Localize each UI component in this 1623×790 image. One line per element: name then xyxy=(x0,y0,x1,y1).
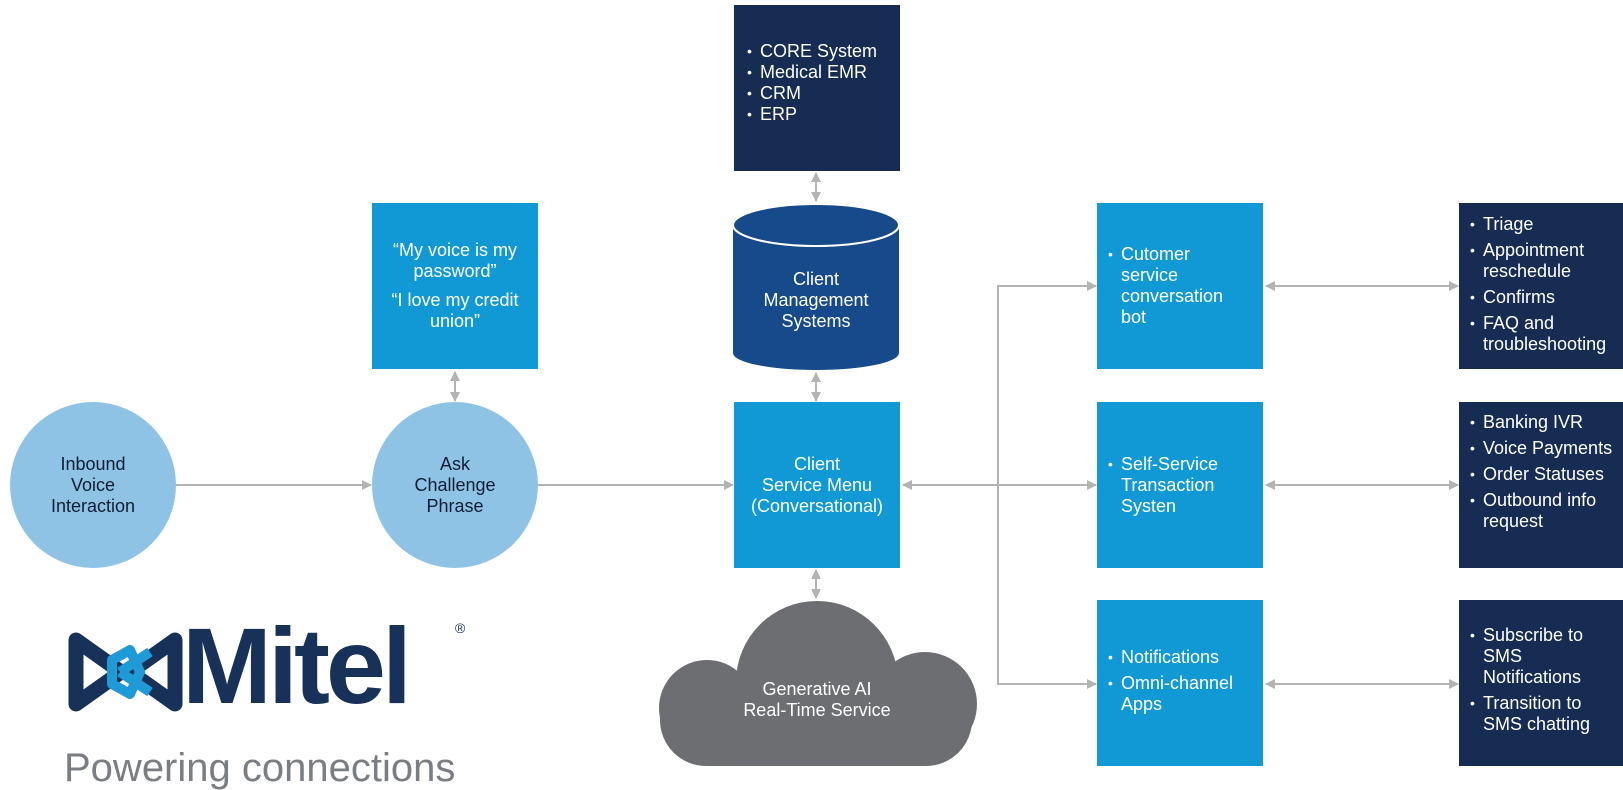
service-menu-box: Client Service Menu (Conversational) xyxy=(734,402,900,568)
phrases-box: “My voice is my password” “I love my cre… xyxy=(372,203,538,369)
arrow-branch-notifications xyxy=(997,485,1097,689)
example-phrase: “I love my credit union” xyxy=(391,290,519,331)
inbound-label-line: Inbound xyxy=(60,453,126,474)
list-item: Medical EMR xyxy=(746,62,900,83)
list-item: Transition to SMS chatting xyxy=(1469,693,1623,735)
self-service-list: Self-Service Transaction Systen xyxy=(1107,454,1251,517)
list-item: Voice Payments xyxy=(1469,438,1623,459)
bot-use-cases-list: Triage Appointment reschedule Confirms F… xyxy=(1469,214,1623,355)
list-item: Self-Service Transaction Systen xyxy=(1107,454,1251,517)
list-item: CORE System xyxy=(746,41,900,62)
inbound-voice-circle: Inbound Voice Interaction xyxy=(10,402,176,568)
database-label-line: Management xyxy=(763,289,869,310)
service-menu-line: (Conversational) xyxy=(750,495,884,516)
list-item: Appointment reschedule xyxy=(1469,240,1623,282)
list-item: Cutomer service conversation bot xyxy=(1107,244,1251,328)
mitel-logo-icon xyxy=(68,632,183,712)
connector-lines xyxy=(176,172,1459,689)
genai-label-line: Generative AI xyxy=(762,679,872,699)
list-item: Omni-channel Apps xyxy=(1107,673,1251,715)
database-label-line: Client xyxy=(792,268,840,289)
systems-list: CORE System Medical EMR CRM ERP xyxy=(746,41,900,125)
service-menu-line: Service Menu xyxy=(761,474,873,495)
notification-use-cases-list: Subscribe to SMS Notifications Transitio… xyxy=(1469,625,1623,735)
database-shape xyxy=(732,203,900,370)
list-item: FAQ and troubleshooting xyxy=(1469,313,1623,355)
bot-use-cases-box: Triage Appointment reschedule Confirms F… xyxy=(1459,203,1623,369)
challenge-label-line: Challenge xyxy=(414,474,496,495)
database-label: Client Management Systems xyxy=(733,262,899,338)
conversation-bot-list: Cutomer service conversation bot xyxy=(1107,244,1251,328)
challenge-phrase-circle: Ask Challenge Phrase xyxy=(372,402,538,568)
challenge-label-line: Phrase xyxy=(426,495,484,516)
inbound-label-line: Interaction xyxy=(50,495,136,516)
self-service-box: Self-Service Transaction Systen xyxy=(1097,402,1263,568)
tagline: Powering connections xyxy=(64,746,456,790)
mitel-wordmark: Mitel xyxy=(182,605,412,726)
list-item: Confirms xyxy=(1469,287,1623,308)
genai-cloud-label: Generative AI Real-Time Service xyxy=(700,676,934,724)
inbound-label-line: Voice xyxy=(70,474,116,495)
arrow-branch-bot xyxy=(997,281,1097,485)
list-item: Subscribe to SMS Notifications xyxy=(1469,625,1623,688)
self-service-use-cases-list: Banking IVR Voice Payments Order Statuse… xyxy=(1469,412,1623,532)
list-item: Notifications xyxy=(1107,647,1251,668)
list-item: Banking IVR xyxy=(1469,412,1623,433)
challenge-label-line: Ask xyxy=(439,453,470,474)
database-label-line: Systems xyxy=(781,310,851,331)
genai-label-line: Real-Time Service xyxy=(743,700,891,720)
systems-box: CORE System Medical EMR CRM ERP xyxy=(734,5,900,171)
notifications-list: Notifications Omni-channel Apps xyxy=(1107,647,1251,720)
list-item: ERP xyxy=(746,104,900,125)
cloud-shape xyxy=(659,601,977,766)
list-item: CRM xyxy=(746,83,900,104)
notifications-box: Notifications Omni-channel Apps xyxy=(1097,600,1263,766)
list-item: Order Statuses xyxy=(1469,464,1623,485)
list-item: Outbound info request xyxy=(1469,490,1623,532)
service-menu-line: Client xyxy=(793,453,841,474)
self-service-use-cases-box: Banking IVR Voice Payments Order Statuse… xyxy=(1459,402,1623,568)
list-item: Triage xyxy=(1469,214,1623,235)
conversation-bot-box: Cutomer service conversation bot xyxy=(1097,203,1263,369)
notification-use-cases-box: Subscribe to SMS Notifications Transitio… xyxy=(1459,600,1623,766)
registered-mark: ® xyxy=(455,620,466,636)
example-phrase: “My voice is my password” xyxy=(392,240,517,281)
